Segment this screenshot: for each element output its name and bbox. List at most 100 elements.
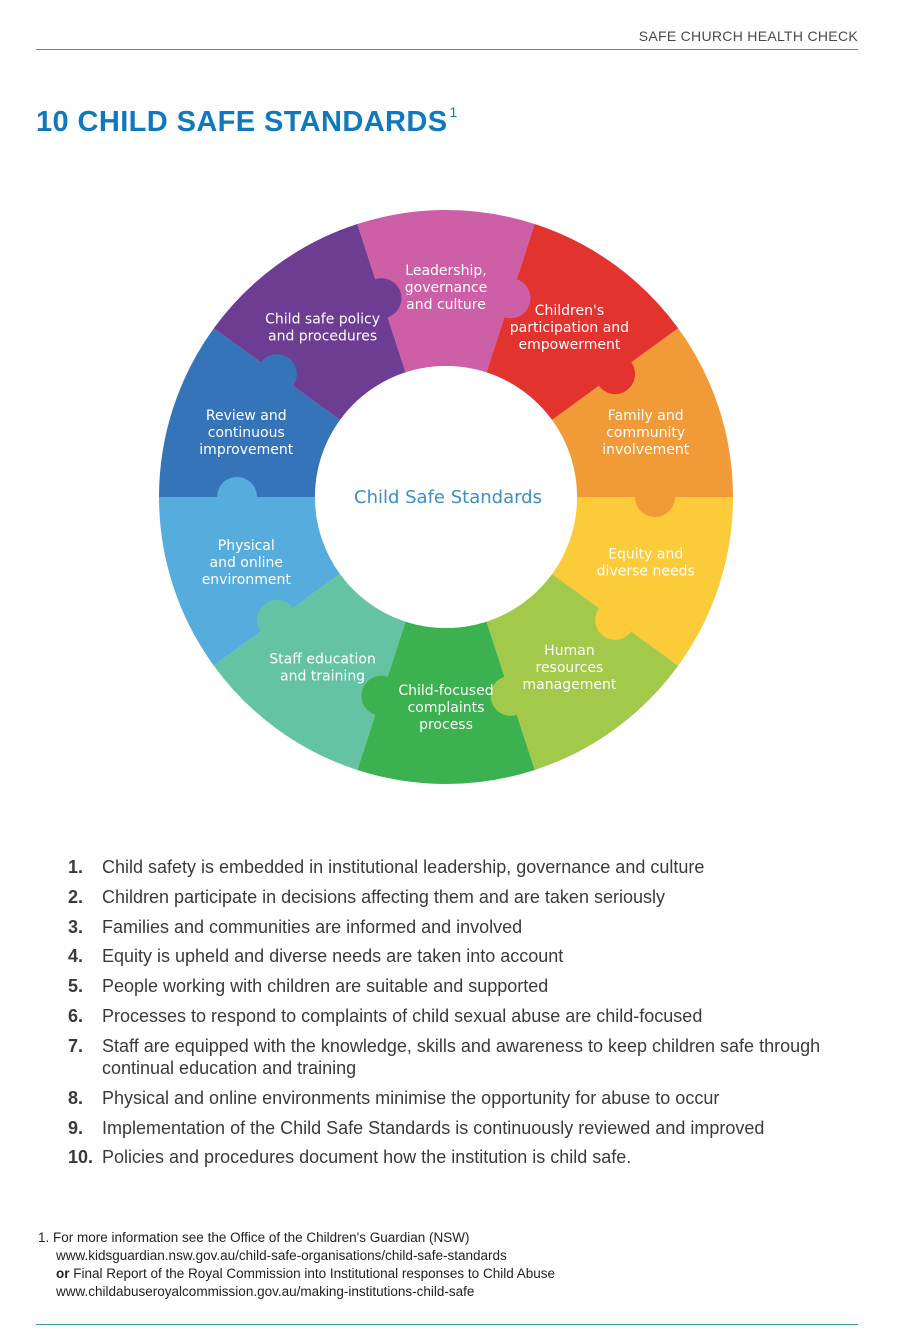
wheel-segment-label-line: management [523,677,617,693]
wheel-segment-label-line: Equity and [608,546,683,562]
standard-item: 9. Implementation of the Child Safe Stand… [68,1117,858,1139]
wheel-segment-label-line: Staff education [269,651,376,667]
footnote-line-3: or Final Report of the Royal Commission … [38,1265,555,1283]
footnote-link-royal-commission[interactable]: www.childabuseroyalcommission.gov.au/mak… [56,1284,475,1299]
standard-number: 9. [68,1118,84,1138]
standard-item: 7. Staff are equipped with the knowledge,… [68,1035,858,1079]
standard-item: 4. Equity is upheld and diverse needs are… [68,945,858,967]
wheel-center-label: Child Safe Standards [354,487,542,508]
puzzle-tab [595,354,636,395]
title-footnote-marker: 1 [449,104,458,120]
standard-text: People working with children are suitabl… [102,976,549,996]
puzzle-tab [490,675,531,716]
puzzle-tab [217,477,257,517]
wheel-segment [213,224,406,421]
standard-text: Families and communities are informed an… [102,917,523,937]
wheel-segment-label-line: and training [280,668,365,684]
footnote-link-kidsguardian[interactable]: www.kidsguardian.nsw.gov.au/child-safe-o… [56,1248,507,1263]
running-header: SAFE CHURCH HEALTH CHECK [638,28,858,44]
standard-item: 6. Processes to respond to complaints of … [68,1005,858,1027]
wheel-segment-label-line: continuous [208,425,285,441]
wheel-segment-label-line: environment [202,572,292,588]
wheel-segment [357,621,535,785]
standard-number: 7. [68,1036,84,1056]
standard-text: Equity is upheld and diverse needs are t… [102,946,564,966]
standard-text: Policies and procedures document how the… [102,1147,632,1167]
standard-number: 5. [68,976,84,996]
standard-text: Staff are equipped with the knowledge, s… [102,1036,821,1078]
wheel-segment-label-line: Child-focused [398,683,493,699]
standard-item: 2. Children participate in decisions affe… [68,886,858,908]
standard-number: 10. [68,1147,94,1167]
standard-text: Physical and online environments minimis… [102,1088,720,1108]
wheel-segment [486,224,679,421]
standard-text: Children participate in decisions affect… [102,887,665,907]
wheel-segment-label-line: governance [405,280,488,296]
wheel-segment-label-line: involvement [602,442,690,458]
standard-number: 4. [68,946,84,966]
standard-item: 5. People working with children are suita… [68,975,858,997]
footnote-royal-commission: Final Report of the Royal Commission int… [69,1266,555,1281]
wheel-center-disc [315,366,577,628]
footnote-line-1: 1. For more information see the Office o… [38,1230,470,1245]
wheel-segment-label-line: Child safe policy [265,312,380,328]
wheel-segment-label-line: Human [544,643,595,659]
standard-text: Child safety is embedded in institutiona… [102,857,705,877]
wheel-segment-label-line: community [606,425,685,441]
standard-number: 6. [68,1006,84,1026]
puzzle-tab [256,354,297,395]
puzzle-tab [595,599,636,640]
footnote-or: or [56,1266,70,1281]
standard-text: Processes to respond to complaints of ch… [102,1006,703,1026]
wheel-segment-label-line: complaints [408,700,485,716]
wheel-segment [551,328,733,497]
wheel-segment [159,497,341,666]
puzzle-tab [361,675,402,716]
wheel-segment-label-line: empowerment [518,337,620,353]
standard-number: 8. [68,1088,84,1108]
puzzle-tab [256,599,297,640]
wheel-segments [159,210,733,785]
wheel-segment-label-line: and online [210,555,284,571]
wheel-segment-label-line: resources [536,660,604,676]
standard-number: 1. [68,857,84,877]
wheel-segment-label-line: process [419,717,473,733]
standard-item: 10. Policies and procedures document how … [68,1146,858,1168]
wheel-segment [159,328,341,497]
footer-rule [36,1324,858,1325]
standard-item: 3.Families and communities are informed … [68,916,858,938]
footnote: 1. For more information see the Office o… [38,1229,555,1301]
wheel-segment [486,573,679,770]
wheel-segment-label-line: participation and [510,320,629,336]
wheel-segment-label-line: Family and [608,408,684,424]
wheel-segment [551,497,733,666]
wheel-segment-label-line: Children's [535,303,604,319]
standard-number: 2. [68,887,84,907]
wheel-segment-label-line: Physical [218,538,275,554]
standard-item: 8. Physical and online environments minim… [68,1087,858,1109]
wheel-segment-label-line: Review and [206,408,287,424]
wheel-segment-label-line: Leadership, [405,263,486,279]
wheel-segment-label-line: diverse needs [597,563,695,579]
wheel-puzzle-tabs [217,278,675,716]
wheel-segment [213,573,406,770]
wheel-segment-label-line: and procedures [268,329,377,345]
wheel-segment-label-line: improvement [199,442,293,458]
page-title-text: 10 CHILD SAFE STANDARDS [36,106,448,138]
standard-item: 1. Child safety is embedded in institutio… [68,856,858,878]
standard-text: Implementation of the Child Safe Standar… [102,1118,765,1138]
header-rule [36,49,858,50]
wheel-segment [357,210,535,373]
